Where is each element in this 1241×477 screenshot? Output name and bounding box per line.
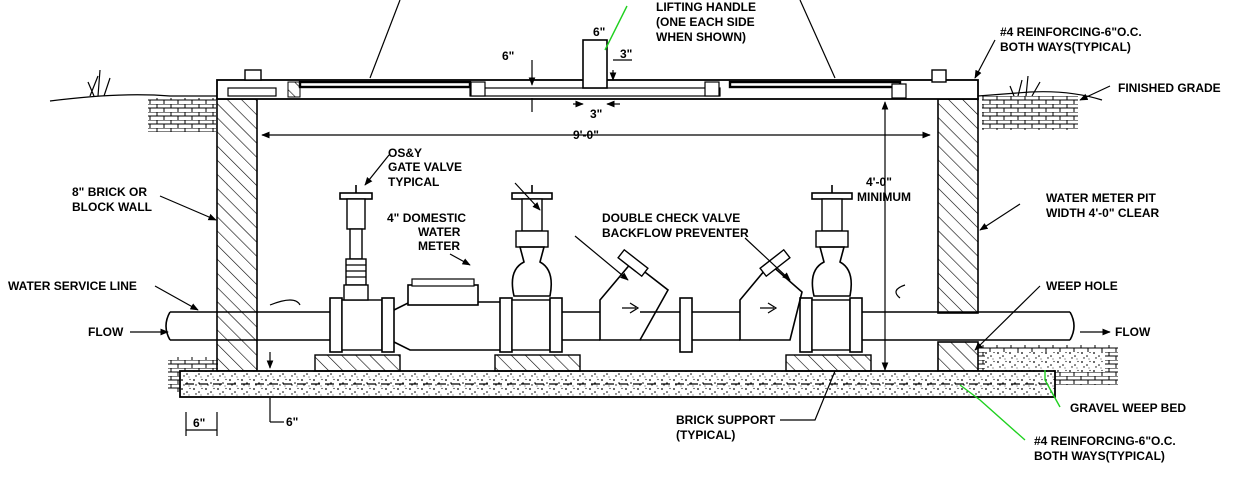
meter-label-2: WATER: [418, 225, 461, 239]
service-line-label: WATER SERVICE LINE: [8, 279, 137, 293]
reinforcing-bottom-label-1: #4 REINFORCING-6"O.C.: [1034, 434, 1176, 448]
brick-support-label-1: BRICK SUPPORT: [676, 413, 776, 427]
finished-grade-ground: [49, 69, 1103, 132]
dcv-label-1: DOUBLE CHECK VALVE: [602, 211, 740, 225]
weep-hole-label: WEEP HOLE: [1046, 279, 1118, 293]
depth-label-2: MINIMUM: [857, 190, 911, 204]
dim-3-bottom: 3": [590, 107, 602, 121]
osy-label-1: OS&Y: [388, 146, 422, 160]
pit-label-1: WATER METER PIT: [1046, 191, 1156, 205]
pit-floor-slab: [179, 370, 1056, 398]
flow-right-label: FLOW: [1115, 325, 1151, 339]
gate-valve-right: [811, 185, 853, 297]
osy-label-2: GATE VALVE: [388, 160, 462, 174]
dimension-lines: [185, 59, 931, 436]
pit-label-2: WIDTH 4'-0" CLEAR: [1046, 206, 1160, 220]
pit-roof-slab: [216, 39, 979, 100]
reinforcing-top-label-2: BOTH WAYS(TYPICAL): [1000, 40, 1131, 54]
osy-label-3: TYPICAL: [388, 175, 439, 189]
dcv-label-2: BACKFLOW PREVENTER: [602, 226, 749, 240]
pit-left-wall: [216, 98, 258, 372]
pit-right-wall: [937, 98, 979, 372]
dim-6-bottom-b: 6": [286, 415, 298, 429]
water-service-pipe: [165, 284, 1075, 353]
lifting-handle-label-1: LIFTING HANDLE: [656, 0, 756, 14]
water-meter: [407, 278, 479, 306]
brick-supports: [314, 354, 872, 372]
lifting-handle-label-3: WHEN SHOWN): [656, 30, 746, 44]
annotations: LIFTING HANDLE (ONE EACH SIDE WHEN SHOWN…: [8, 0, 1221, 463]
wall-label-2: BLOCK WALL: [72, 200, 152, 214]
reinforcing-top-label-1: #4 REINFORCING-6"O.C.: [1000, 25, 1142, 39]
double-check-valve: [599, 248, 803, 341]
finished-grade-label: FINISHED GRADE: [1118, 81, 1221, 95]
meter-label-3: METER: [418, 239, 460, 253]
dim-6-top-b: 6": [502, 49, 514, 63]
meter-label-1: 4" DOMESTIC: [387, 211, 466, 225]
gate-valve-left: [339, 185, 373, 301]
lifting-handle-label-2: (ONE EACH SIDE: [656, 15, 755, 29]
wall-label-1: 8" BRICK OR: [72, 185, 147, 199]
dim-6-bottom-a: 6": [193, 416, 205, 430]
gravel-bed-label: GRAVEL WEEP BED: [1070, 401, 1186, 415]
dim-6-top-a: 6": [593, 25, 605, 39]
flow-left-label: FLOW: [88, 325, 124, 339]
leader-lines: [130, 0, 1111, 441]
brick-support-label-2: (TYPICAL): [676, 428, 735, 442]
reinforcing-bottom-label-2: BOTH WAYS(TYPICAL): [1034, 449, 1165, 463]
depth-label-1: 4'-0": [866, 175, 892, 189]
dim-3-top: 3": [620, 47, 632, 61]
dim-width: 9'-0": [573, 128, 599, 142]
